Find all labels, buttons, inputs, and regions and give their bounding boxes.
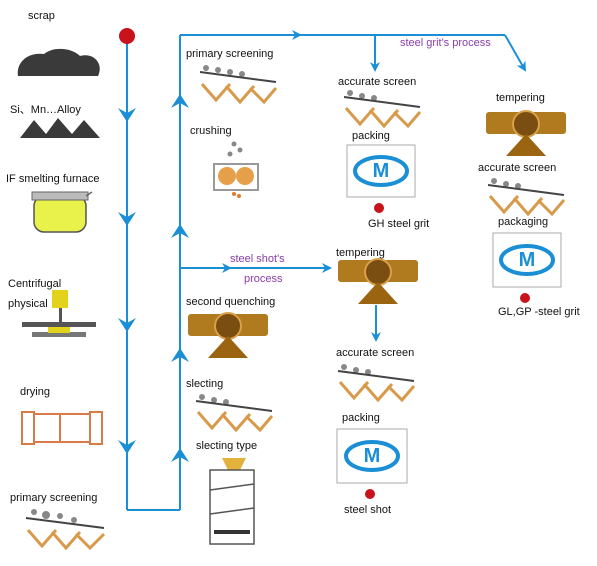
kiln-machine-icon	[338, 258, 418, 304]
label-crushing: crushing	[190, 125, 232, 137]
kiln-machine-icon	[188, 312, 268, 358]
svg-text:M: M	[373, 160, 390, 182]
label-accurate-screen-shot: accurate screen	[336, 347, 415, 359]
screen-sieve-icon	[487, 178, 566, 216]
label-physical: physical	[8, 298, 48, 310]
logo-bag-icon: M	[492, 232, 562, 288]
label-gh-steel-grit: GH steel grit	[368, 218, 430, 230]
start-dot	[119, 28, 135, 44]
up-chevrons	[171, 94, 189, 462]
label-packing-shot: packing	[342, 412, 380, 424]
label-slecting-type: slecting type	[196, 440, 258, 452]
screen-sieve-icon	[195, 394, 274, 432]
screen-sieve-icon	[343, 90, 422, 128]
label-scrap: scrap	[28, 10, 55, 22]
label-accurate-screen-grit: accurate screen	[338, 76, 417, 88]
crusher-icon	[213, 141, 259, 198]
label-alloy: Si、Mn…Alloy	[10, 104, 81, 116]
label-tempering-grit: tempering	[496, 92, 545, 104]
separator-tower-icon	[209, 458, 255, 545]
svg-text:M: M	[364, 445, 381, 467]
note-shot-process-2: process	[244, 273, 283, 285]
kiln-machine-icon	[486, 110, 566, 156]
drying-oven-icon	[21, 411, 103, 445]
screen-sieve-icon	[25, 509, 106, 550]
label-accurate-screen-right: accurate screen	[478, 162, 557, 174]
grit-right-arrow	[504, 34, 526, 72]
scrap-pile-icon	[17, 48, 100, 76]
logo-bag-icon: M	[336, 428, 408, 484]
label-drying: drying	[20, 386, 50, 398]
label-primary-screening-bottom: primary screening	[10, 492, 98, 504]
label-packing-grit: packing	[352, 130, 390, 142]
alloy-pile-icon	[20, 118, 100, 138]
output-dot	[520, 293, 530, 303]
logo-bag-icon: M	[346, 144, 416, 198]
note-grit-process: steel grit's process	[400, 37, 491, 49]
svg-text:M: M	[519, 249, 536, 271]
down-chevrons	[118, 108, 136, 454]
screen-sieve-icon	[337, 364, 416, 402]
label-furnace: IF smelting furnace	[6, 173, 100, 185]
label-primary-screening-top: primary screening	[186, 48, 274, 60]
output-dot	[365, 489, 375, 499]
label-second-quenching: second quenching	[186, 296, 276, 308]
label-slecting: slecting	[186, 378, 224, 390]
label-packaging: packaging	[498, 216, 549, 228]
screen-sieve-icon	[199, 65, 278, 104]
note-shot-process-1: steel shot's	[230, 253, 285, 265]
label-centrifugal: Centrifugal	[8, 278, 62, 290]
label-tempering-shot: tempering	[336, 247, 385, 259]
label-steel-shot: steel shot	[344, 504, 392, 516]
output-dot	[374, 203, 384, 213]
centrifugal-machine-icon	[22, 290, 96, 337]
label-gl-gp-steel-grit: GL,GP -steel grit	[498, 306, 580, 318]
furnace-icon	[31, 191, 93, 233]
